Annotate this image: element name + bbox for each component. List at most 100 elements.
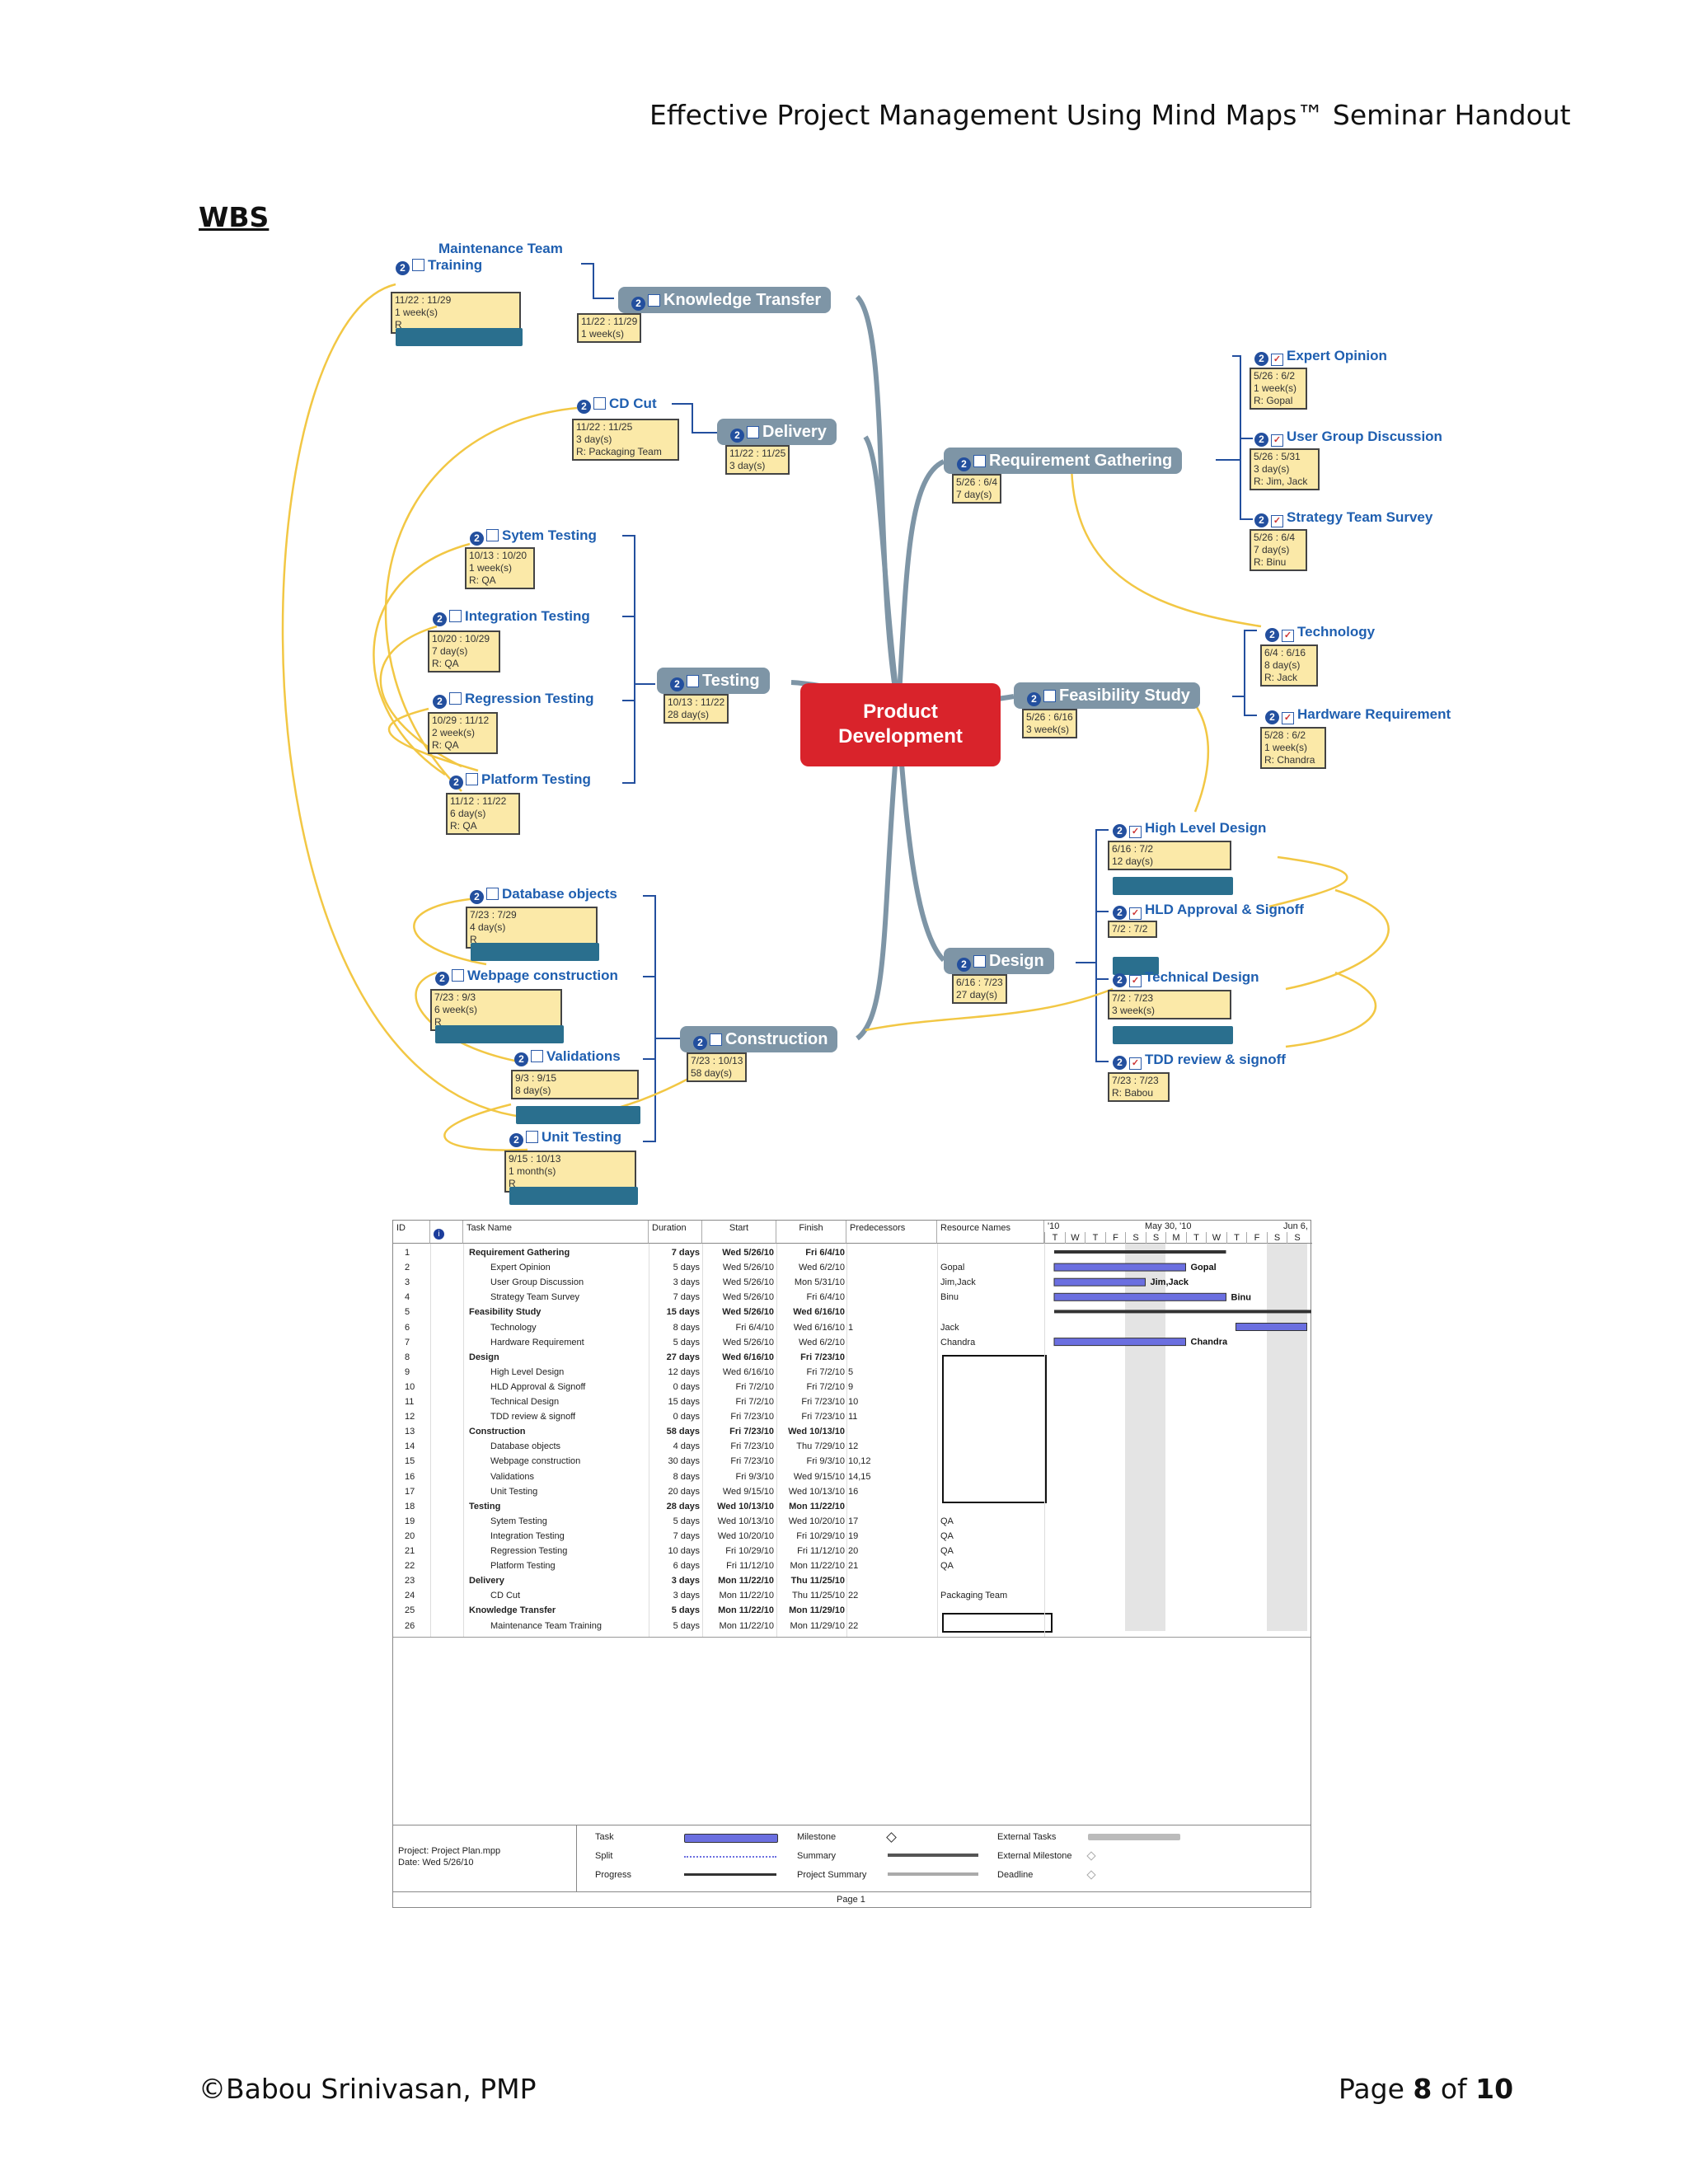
- priority-icon: 2: [631, 297, 645, 311]
- cell-duration: 8 days: [673, 1322, 700, 1333]
- info-line: R: Jack: [1264, 672, 1298, 683]
- info-line: 7 day(s): [432, 645, 468, 657]
- leaf-expert-opinion[interactable]: 2✓Expert Opinion: [1254, 348, 1387, 366]
- cell-duration: 15 days: [666, 1307, 700, 1318]
- cell-predecessors: 22: [848, 1620, 859, 1631]
- info-line: 3 week(s): [1026, 724, 1070, 735]
- leaf-technical-design[interactable]: 2✓Technical Design: [1113, 969, 1259, 987]
- info-line: 7/2 : 7/2: [1112, 923, 1148, 935]
- priority-icon: 2: [1254, 433, 1268, 447]
- task-bar: [1053, 1292, 1226, 1301]
- progress-bar: [1113, 1026, 1233, 1044]
- cell-task: Expert Opinion: [490, 1263, 551, 1273]
- cell-predecessors: 20: [848, 1546, 859, 1556]
- legend-divider: [576, 1825, 577, 1891]
- priority-icon: 2: [433, 612, 447, 626]
- cell-id: 14: [405, 1441, 415, 1452]
- cell-duration: 8 days: [673, 1471, 700, 1482]
- mindmap-root[interactable]: Product Development: [800, 683, 1001, 766]
- cell-start: Wed 5/26/10: [722, 1277, 774, 1288]
- cell-predecessors: 10: [848, 1397, 859, 1407]
- timescale-day: F: [1104, 1232, 1126, 1244]
- col-header-duration: Duration: [649, 1221, 702, 1244]
- checkbox-icon: [973, 955, 986, 968]
- branch-label: Knowledge Transfer: [663, 291, 822, 309]
- leaf-tdd-review-signoff[interactable]: 2✓TDD review & signoff: [1113, 1052, 1286, 1070]
- leaf-technology[interactable]: 2✓Technology: [1265, 624, 1375, 642]
- branch-label: Design: [989, 952, 1044, 970]
- cell-resources: Gopal: [940, 1263, 965, 1273]
- branch-knowledge-transfer[interactable]: 2 Knowledge Transfer: [618, 287, 832, 313]
- cell-task: CD Cut: [490, 1591, 521, 1601]
- info-icon: i: [430, 1221, 463, 1244]
- cell-predecessors: 11: [848, 1412, 858, 1422]
- info-line: R: Gopal: [1254, 395, 1293, 406]
- leaf-hardware-requirement[interactable]: 2✓Hardware Requirement: [1265, 706, 1451, 724]
- leaf-strategy-team-survey[interactable]: 2✓Strategy Team Survey: [1254, 509, 1432, 527]
- leaf-high-level-design[interactable]: 2✓High Level Design: [1113, 820, 1266, 838]
- leaf-user-group-discussion[interactable]: 2✓User Group Discussion: [1254, 429, 1442, 447]
- cell-finish: Wed 9/15/10: [793, 1471, 845, 1482]
- leaf-hld-approval-signoff[interactable]: 2✓HLD Approval & Signoff: [1113, 902, 1304, 920]
- cell-id: 24: [405, 1591, 415, 1601]
- cell-duration: 4 days: [673, 1441, 700, 1452]
- info-line: 1 week(s): [581, 328, 625, 340]
- branch-label: Requirement Gathering: [989, 452, 1173, 470]
- info-line: 5/26 : 6/4: [956, 476, 998, 488]
- cell-duration: 6 days: [673, 1561, 700, 1572]
- info-line: 8 day(s): [515, 1085, 551, 1096]
- leaf-label: Webpage construction: [467, 968, 618, 983]
- cell-task: Technical Design: [490, 1397, 560, 1407]
- cell-start: Mon 11/22/10: [719, 1591, 774, 1601]
- checkbox-icon: [531, 1050, 543, 1062]
- priority-icon: 2: [1113, 973, 1127, 987]
- priority-icon: 2: [730, 429, 744, 443]
- cell-task: Requirement Gathering: [469, 1248, 570, 1258]
